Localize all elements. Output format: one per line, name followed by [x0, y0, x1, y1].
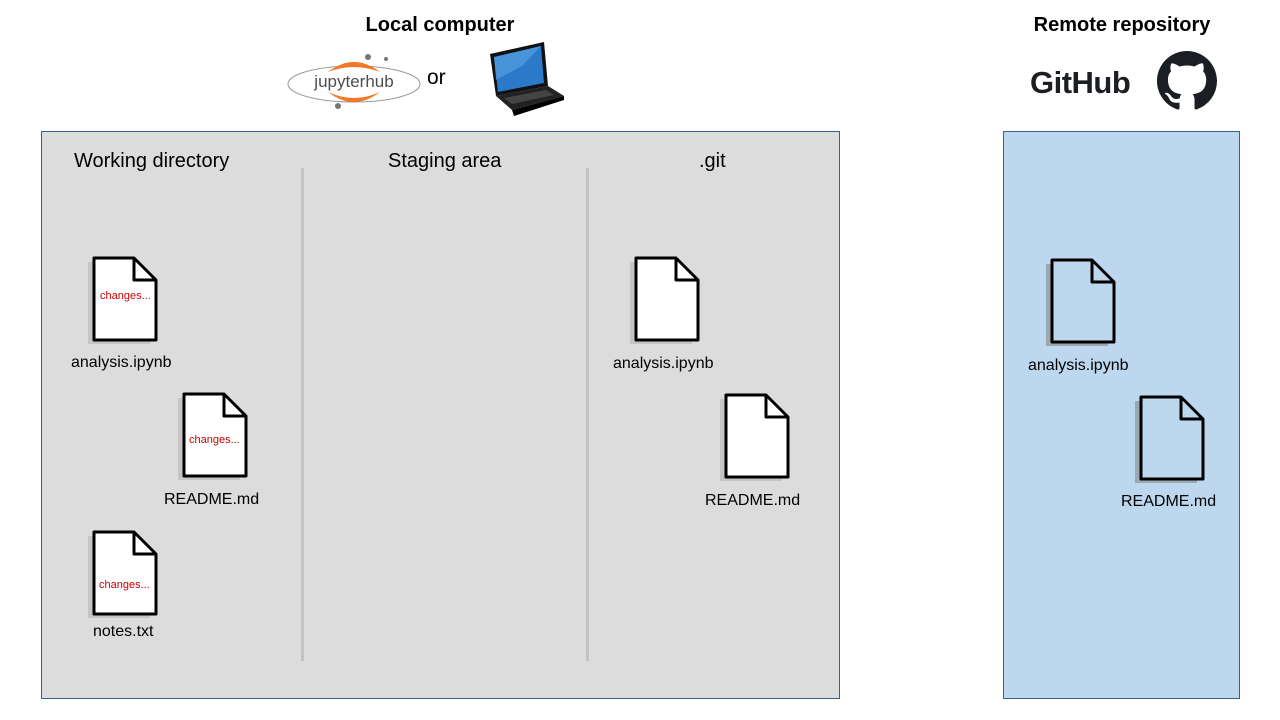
git-directory-title: .git [699, 150, 726, 172]
section-divider [586, 168, 589, 661]
file-name-label: analysis.ipynb [613, 355, 714, 372]
file-icon[interactable] [1042, 258, 1122, 348]
github-octocat-icon [1157, 51, 1217, 110]
file-icon[interactable]: changes... [174, 392, 254, 482]
file-icon[interactable] [1131, 395, 1211, 485]
or-label: or [427, 66, 446, 89]
file-name-label: analysis.ipynb [71, 354, 172, 371]
remote-repository-heading: Remote repository [1033, 14, 1211, 36]
staging-area-title: Staging area [388, 150, 502, 172]
file-name-label: README.md [1121, 493, 1217, 510]
file-name-label: README.md [705, 492, 801, 509]
file-changes-label: changes... [189, 434, 240, 446]
file-icon[interactable] [626, 256, 706, 346]
file-icon[interactable] [716, 393, 796, 483]
working-directory-title: Working directory [74, 150, 230, 172]
file-icon[interactable]: changes... [84, 256, 164, 346]
local-computer-heading: Local computer [365, 14, 515, 36]
file-changes-label: changes... [99, 579, 150, 591]
file-name-label: README.md [164, 491, 260, 508]
local-repository-panel [41, 131, 840, 699]
github-wordmark: GitHub [1030, 65, 1131, 100]
file-changes-label: changes... [100, 290, 151, 302]
laptop-icon [490, 42, 564, 116]
jupyterhub-logo-icon: jupyterhub [287, 54, 421, 109]
jupyterhub-logo-text: jupyterhub [313, 72, 393, 91]
file-icon[interactable]: changes... [84, 530, 164, 620]
section-divider [301, 168, 304, 661]
file-name-label: analysis.ipynb [1028, 357, 1129, 374]
file-name-label: notes.txt [93, 623, 154, 640]
